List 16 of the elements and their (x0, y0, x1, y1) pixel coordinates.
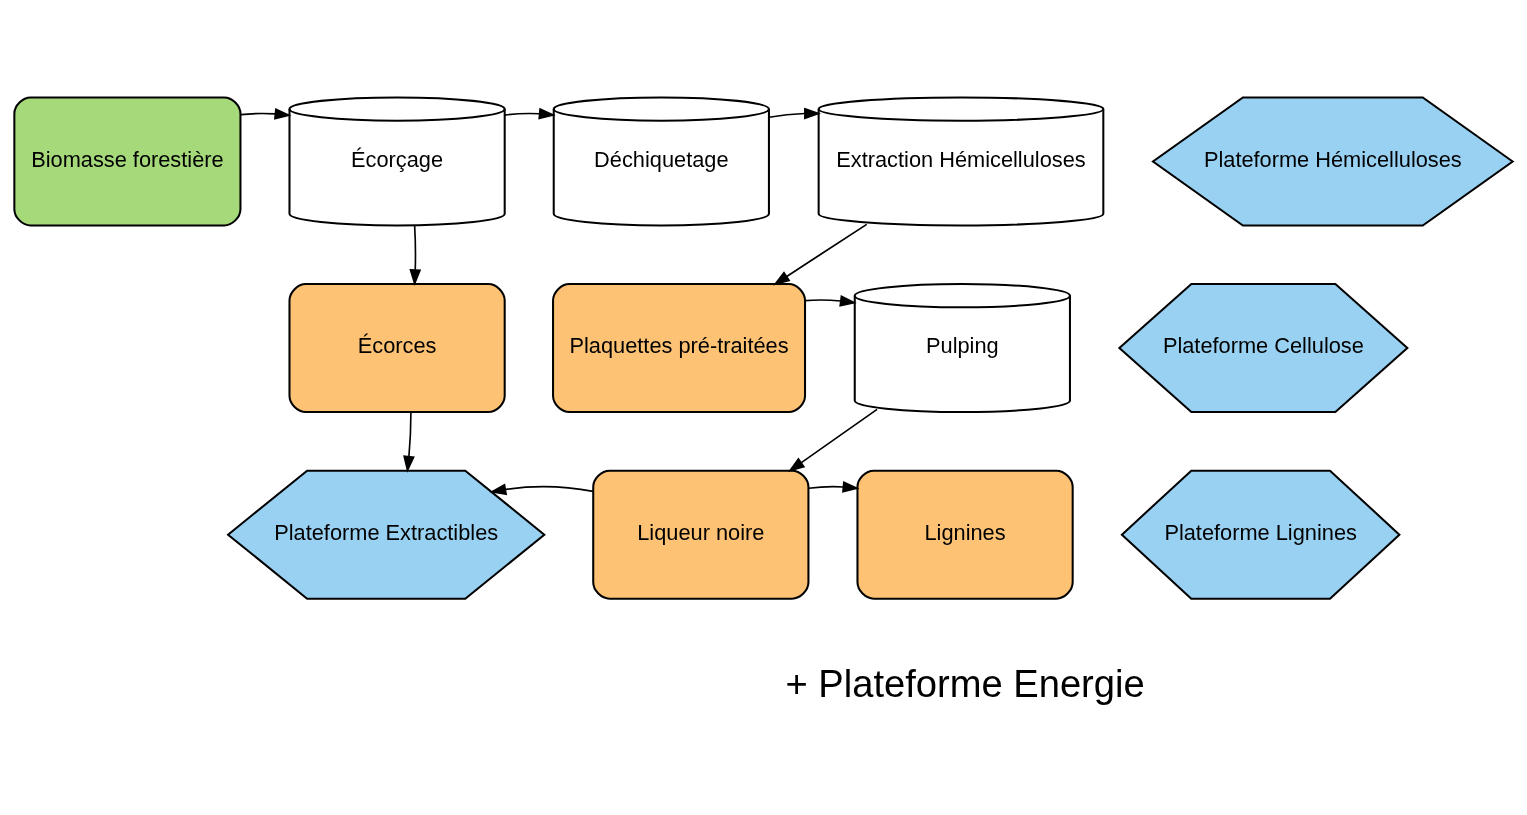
arrow (403, 410, 415, 473)
label: + Plateforme Energie (785, 661, 1145, 705)
arrow (489, 483, 594, 495)
node-box: Plaquettes pré-traitées (552, 282, 807, 413)
arrow (409, 224, 422, 286)
arrow (807, 480, 860, 493)
arrow (239, 107, 292, 120)
node-box: Écorces (288, 282, 506, 413)
arrow (768, 107, 821, 119)
node-box: Lignines (856, 469, 1074, 600)
arrow (773, 223, 868, 285)
arrow (788, 408, 878, 472)
node-box: Biomasse forestière (13, 95, 242, 226)
arrow (804, 294, 857, 307)
node-box: Liqueur noire (592, 469, 810, 600)
arrow (504, 107, 556, 120)
